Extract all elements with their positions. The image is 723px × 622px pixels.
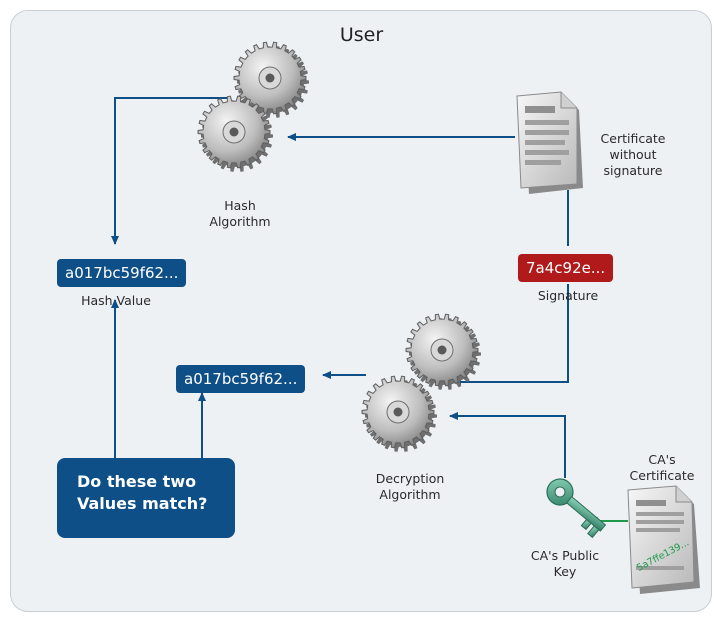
signature-label: Signature xyxy=(537,288,599,303)
public-key-label: CA's Public Key xyxy=(530,548,600,579)
arrow-public-key-to-decryption xyxy=(449,412,566,478)
decryption-label: Decryption Algorithm xyxy=(375,471,445,502)
hash-value-box: a017bc59f62... xyxy=(57,259,187,287)
decryption-gear-top-icon xyxy=(405,313,481,390)
gear-layer xyxy=(197,41,481,452)
document-icon xyxy=(516,91,583,194)
key-icon xyxy=(546,478,607,539)
arrow-signature-to-decryption xyxy=(452,284,569,386)
match-question-box: Do these two Values match? xyxy=(57,458,235,538)
arrow-gear-to-hash-value xyxy=(111,97,228,245)
page-title: User xyxy=(339,24,384,46)
hash-algorithm-label: Hash Algorithm xyxy=(209,198,271,229)
hash-value-label: Hash Value xyxy=(81,293,151,308)
decrypted-value-box: a017bc59f62... xyxy=(176,365,306,393)
certificate-icon: 5a7ffe139... xyxy=(627,485,700,594)
hash-gear-bottom-icon xyxy=(197,95,273,172)
decryption-gear-bottom-icon xyxy=(361,375,437,452)
certificate-label: Certificate without signature xyxy=(600,131,666,178)
ca-certificate-label: CA's Certificate xyxy=(629,452,695,483)
hash-gear-top-icon xyxy=(233,41,309,118)
signature-box: 7a4c92e... xyxy=(518,254,614,282)
